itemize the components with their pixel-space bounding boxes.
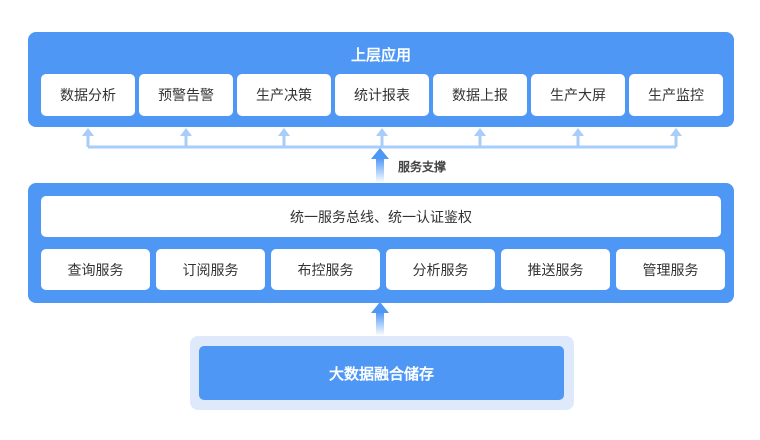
upper-application-title: 上层应用 — [350, 46, 411, 64]
fan-arrow-head — [474, 128, 486, 136]
app-alert-warning: 预警告警 — [139, 74, 233, 116]
service-surveillance: 布控服务 — [271, 249, 380, 290]
fan-out-arrows — [82, 128, 682, 149]
fan-arrow-head — [670, 128, 682, 136]
upper-application-panel: 上层应用 数据分析 预警告警 生产决策 统计报表 数据上报 生产大屏 生产监控 — [28, 32, 734, 127]
service-push: 推送服务 — [501, 249, 610, 290]
fan-arrow-head — [376, 128, 388, 136]
app-data-reporting: 数据上报 — [433, 74, 527, 116]
service-analysis: 分析服务 — [386, 249, 495, 290]
app-data-analysis: 数据分析 — [41, 74, 135, 116]
app-statistics-report: 统计报表 — [335, 74, 429, 116]
app-production-screen: 生产大屏 — [531, 74, 625, 116]
fan-arrow-head — [572, 128, 584, 136]
unified-service-bus: 统一服务总线、统一认证鉴权 — [41, 196, 721, 237]
fan-arrow-head — [180, 128, 192, 136]
fan-arrow-head — [278, 128, 290, 136]
service-management: 管理服务 — [616, 249, 725, 290]
service-support-label: 服务支撑 — [398, 160, 447, 174]
app-production-decision: 生产决策 — [237, 74, 331, 116]
service-subscribe: 订阅服务 — [156, 249, 265, 290]
base-up-arrow — [371, 302, 389, 336]
center-up-arrow — [371, 148, 389, 183]
application-list: 数据分析 预警告警 生产决策 统计报表 数据上报 生产大屏 生产监控 — [41, 74, 723, 116]
app-production-monitor: 生产监控 — [629, 74, 723, 116]
fan-arrow-head — [82, 128, 94, 136]
service-layer-panel: 统一服务总线、统一认证鉴权 查询服务 订阅服务 布控服务 分析服务 推送服务 管… — [28, 183, 734, 303]
service-query: 查询服务 — [41, 249, 150, 290]
big-data-storage: 大数据融合储存 — [199, 346, 564, 400]
service-list: 查询服务 订阅服务 布控服务 分析服务 推送服务 管理服务 — [41, 249, 725, 290]
